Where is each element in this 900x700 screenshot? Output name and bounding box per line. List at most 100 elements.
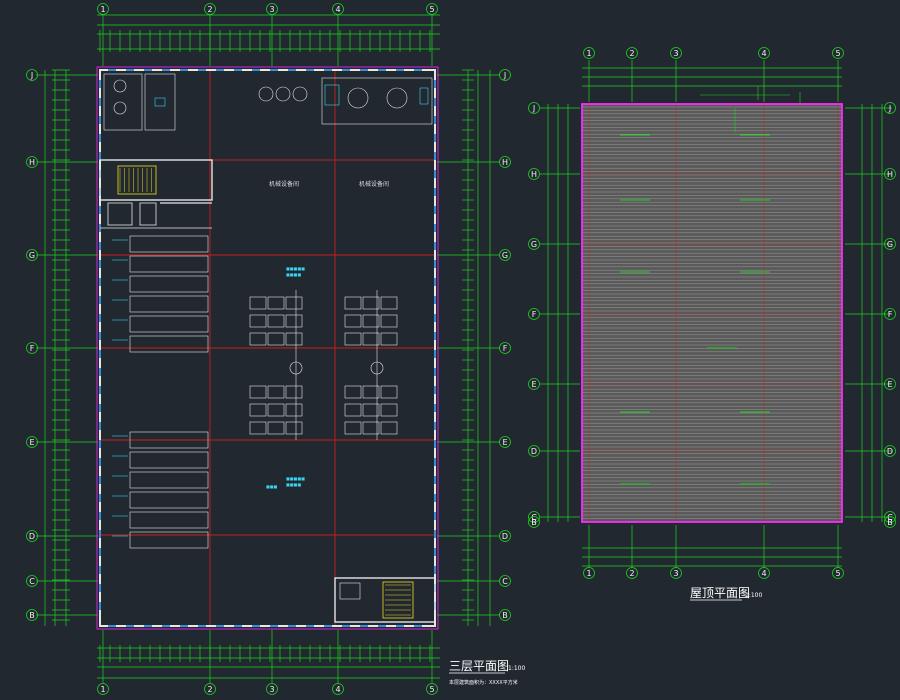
svg-text:C: C [29,577,35,586]
equipment-room-top-left [103,73,176,131]
svg-text:D: D [887,447,893,456]
axis-bubble-row-left: C [26,575,38,587]
axis-bubble-col-top: 3 [266,3,278,15]
roof-drain-marks [620,134,770,485]
svg-text:G: G [887,240,893,249]
svg-text:1: 1 [100,5,105,14]
svg-text:3: 3 [269,685,274,694]
axis-bubble-row-right: D [884,445,896,457]
svg-text:■■■■■: ■■■■■ [286,266,305,271]
svg-text:5: 5 [835,569,840,578]
svg-text:4: 4 [761,569,766,578]
svg-text:1: 1 [586,49,591,58]
svg-text:■■■■: ■■■■ [286,482,301,487]
svg-text:5: 5 [429,5,434,14]
svg-text:B: B [29,611,35,620]
structural-grid [582,104,842,522]
dimension-lines [540,60,892,568]
axis-bubble-col-top: 4 [758,47,770,59]
svg-text:F: F [532,310,537,319]
roof-fill [582,104,842,522]
axis-bubble-row-right: J [884,102,896,114]
svg-text:5: 5 [835,49,840,58]
svg-text:B: B [887,518,893,527]
svg-text:B: B [502,611,508,620]
axis-bubble-row-right: F [499,342,511,354]
axis-bubble-row-left: G [26,249,38,261]
svg-text:J: J [503,71,506,80]
svg-text:4: 4 [335,5,340,14]
svg-text:F: F [30,344,35,353]
axis-bubble-row-left: F [528,308,540,320]
axis-bubble-col-top: 2 [204,3,216,15]
svg-text:F: F [503,344,508,353]
svg-text:2: 2 [629,49,634,58]
stair-core-left [99,159,213,229]
svg-text:E: E [531,380,536,389]
axis-bubble-row-left: E [528,378,540,390]
svg-text:H: H [887,170,893,179]
axis-bubble-row-right: B [884,516,896,528]
svg-text:■■■■: ■■■■ [286,272,301,277]
svg-text:3: 3 [673,49,678,58]
axis-bubble-row-right: E [884,378,896,390]
axis-bubble-col-top: 5 [832,47,844,59]
axis-bubble-col-top: 2 [626,47,638,59]
equipment-annotations: ■■■■■ ■■■■ ■■■■■ ■■■■ ■■■ [266,266,305,489]
axis-bubble-col-top: 3 [670,47,682,59]
svg-text:■■■: ■■■ [266,484,278,489]
axis-bubble-row-left: B [26,609,38,621]
third-floor-plan: 机械设备间 机械设备间 ■■■■■ ■■■■ ■■■■■ ■■■■ ■■■ 11… [26,3,525,695]
axis-bubble-row-left: J [26,69,38,81]
axis-bubble-row-left: G [528,238,540,250]
axis-bubble-col-bottom: 3 [670,567,682,579]
axis-bubble-col-bottom: 4 [332,683,344,695]
axis-bubble-col-bottom: 5 [426,683,438,695]
axis-bubble-row-right: F [884,308,896,320]
svg-text:J: J [888,104,891,113]
structural-grid [99,69,436,627]
axis-bubble-row-right: E [499,436,511,448]
plan-note: 本层建筑面积为：XXXX平方米 [449,679,518,686]
svg-text:1: 1 [586,569,591,578]
axis-bubble-row-right: H [884,168,896,180]
svg-text:J: J [532,104,535,113]
room-label-1: 机械设备间 [269,180,299,188]
axis-bubble-col-bottom: 3 [266,683,278,695]
axis-bubble-row-left: H [528,168,540,180]
axis-bubble-row-left: J [528,102,540,114]
axis-bubble-col-bottom: 2 [626,567,638,579]
axis-bubble-row-right: H [499,156,511,168]
svg-text:H: H [29,158,35,167]
axis-bubble-row-right: C [499,575,511,587]
production-lines [249,290,398,440]
axis-bubble-row-right: C [884,511,896,523]
dimension-lines [36,14,500,683]
svg-text:C: C [502,577,508,586]
svg-text:E: E [29,438,34,447]
svg-text:4: 4 [761,49,766,58]
svg-text:■■■■■: ■■■■■ [286,476,305,481]
axis-bubble-row-right: J [499,69,511,81]
axis-bubble-col-bottom: 2 [204,683,216,695]
svg-text:4: 4 [335,685,340,694]
roof-parapet [581,103,843,523]
plan-scale: 1:100 [508,665,525,672]
stair-core-right [334,577,436,623]
svg-text:E: E [887,380,892,389]
svg-text:G: G [531,240,537,249]
roof-plan-scale: 1:100 [745,592,762,599]
axis-bubble-col-bottom: 5 [832,567,844,579]
svg-text:D: D [531,447,537,456]
plan-title: 三层平面图 [449,659,509,673]
axis-bubble-row-right: G [499,249,511,261]
axis-bubble-row-left: D [528,445,540,457]
mechanical-equipment [258,77,433,125]
svg-text:2: 2 [629,569,634,578]
svg-text:1: 1 [100,685,105,694]
svg-text:E: E [502,438,507,447]
axis-bubble-row-left: H [26,156,38,168]
svg-text:2: 2 [207,685,212,694]
